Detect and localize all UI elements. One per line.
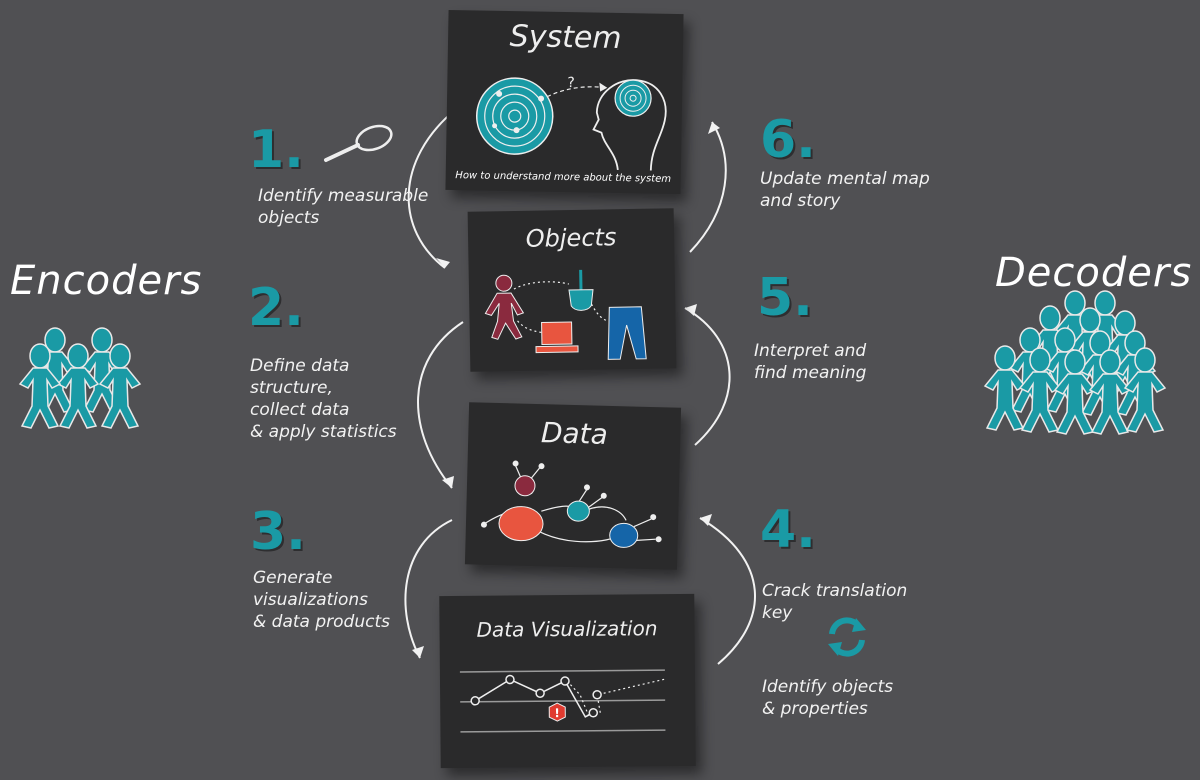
data-card: Data — [464, 402, 682, 570]
decoders-title: Decoders — [995, 250, 1193, 296]
step-5-text: Interpret and find meaning — [754, 341, 867, 383]
data-card-title: Data — [540, 416, 609, 451]
jeans-icon — [607, 306, 647, 360]
objects-card-title: Objects — [525, 223, 617, 253]
step-3-number: 3. — [250, 502, 306, 562]
alert-icon: ! — [548, 702, 566, 722]
shovel-icon — [568, 269, 594, 311]
step-4-number: 4. — [760, 500, 816, 560]
encoders-title: Encoders — [10, 258, 203, 304]
step-1-text: Identify measurable objects — [258, 186, 429, 228]
step-6-number: 6. — [760, 110, 816, 170]
visualization-card: Data Visualization ! — [439, 593, 696, 769]
step-2-text: Define data structure, collect data & ap… — [250, 356, 397, 442]
step-1-number: 1. — [248, 120, 304, 180]
step-5-number: 5. — [757, 268, 813, 328]
system-illustration: ? — [475, 75, 667, 171]
refresh-icon — [828, 617, 866, 657]
magnifying-glass-icon — [324, 124, 393, 162]
step-3-text: Generate visualizations & data products — [253, 568, 390, 632]
step-4b-text: Identify objects & properties — [762, 677, 894, 719]
person-icon — [484, 274, 525, 340]
system-card: System ? How to understand more about th… — [445, 9, 684, 195]
line-chart-illustration: ! — [459, 669, 666, 733]
step-4-text: Crack translation key — [762, 581, 908, 623]
data-network-illustration — [480, 460, 662, 548]
objects-card: Objects — [467, 208, 677, 372]
system-card-title: System — [509, 19, 622, 56]
visualization-card-title: Data Visualization — [476, 616, 658, 642]
objects-illustration — [484, 269, 647, 360]
step-6-text: Update mental map and story — [760, 169, 930, 211]
step-2-number: 2. — [248, 278, 304, 338]
alert-glyph: ! — [554, 706, 560, 720]
laptop-icon — [535, 321, 579, 354]
system-question-mark: ? — [567, 75, 575, 91]
